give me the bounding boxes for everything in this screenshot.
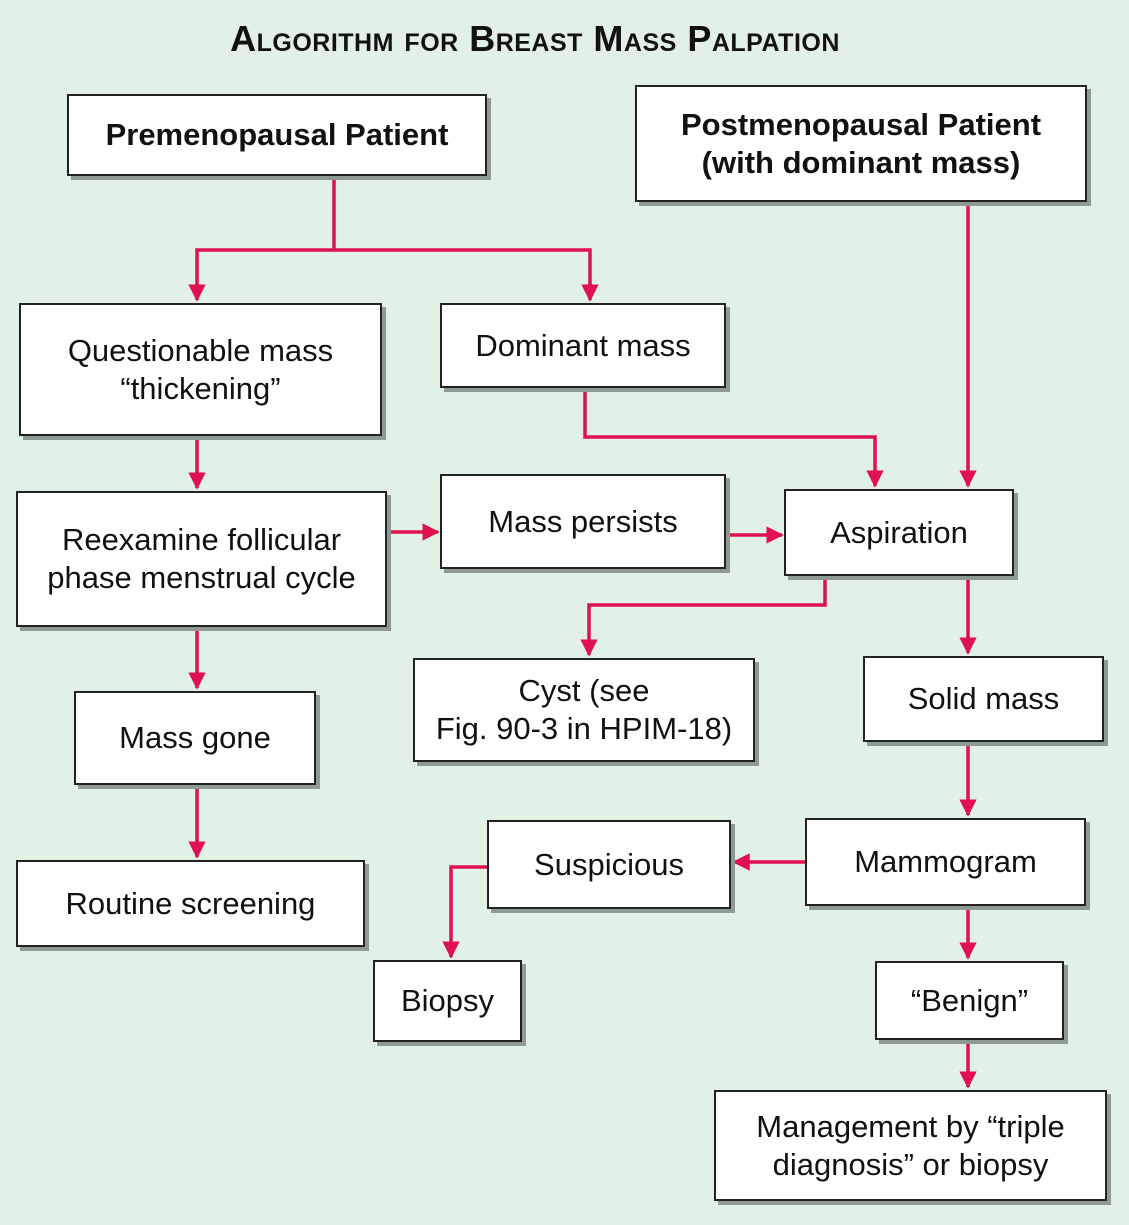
node-dominant-mass: Dominant mass	[440, 303, 726, 388]
node-reexamine-follicular: Reexamine follicular phase menstrual cyc…	[16, 491, 387, 627]
arrow-premenopausal-to-questionable	[188, 248, 334, 302]
node-questionable-mass: Questionable mass “thickening”	[19, 303, 382, 436]
node-suspicious: Suspicious	[487, 820, 731, 909]
arrow-premenopausal-to-dominant	[334, 248, 599, 302]
node-benign: “Benign”	[875, 961, 1064, 1040]
node-mammogram: Mammogram	[805, 818, 1086, 906]
node-mass-persists: Mass persists	[440, 474, 726, 569]
diagram-title: Algorithm for Breast Mass Palpation	[230, 18, 840, 59]
arrow-suspicious-to-biopsy	[442, 865, 487, 959]
node-mass-gone: Mass gone	[74, 691, 316, 785]
node-cyst: Cyst (see Fig. 90-3 in HPIM-18)	[413, 658, 755, 762]
node-biopsy: Biopsy	[373, 960, 522, 1042]
node-solid-mass: Solid mass	[863, 656, 1104, 742]
node-routine-screening: Routine screening	[16, 860, 365, 947]
arrow-dominant-to-aspiration	[583, 388, 884, 488]
arrow-aspiration-to-cyst	[580, 576, 827, 657]
node-aspiration: Aspiration	[784, 489, 1014, 576]
node-management: Management by “triple diagnosis” or biop…	[714, 1090, 1107, 1201]
node-postmenopausal-patient: Postmenopausal Patient (with dominant ma…	[635, 85, 1087, 202]
node-premenopausal-patient: Premenopausal Patient	[67, 94, 487, 176]
